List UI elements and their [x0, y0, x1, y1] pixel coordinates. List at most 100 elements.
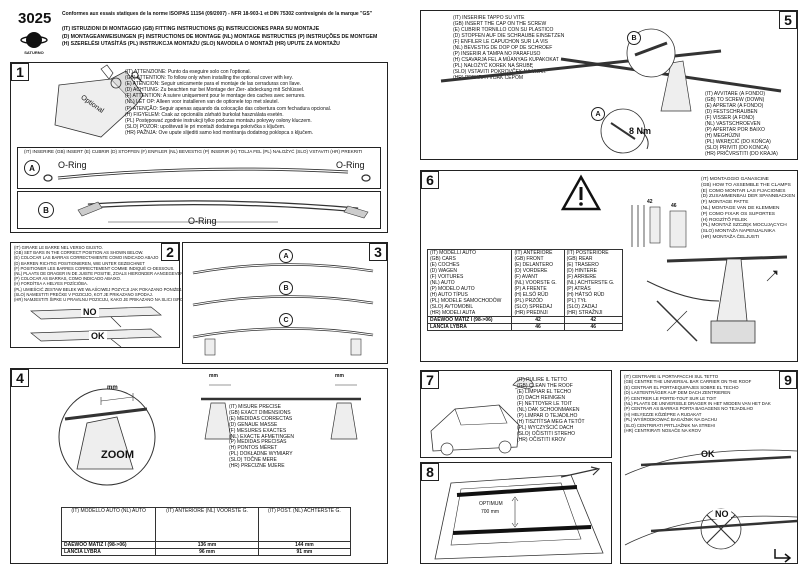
header-line: (E) TRASERO: [566, 262, 599, 268]
clamp-mounting-illustration: [646, 255, 788, 344]
text-line: (HR) CENTRIRATI NOSAČE NA KROV: [624, 428, 702, 434]
front-value: 42: [511, 316, 565, 324]
header-line: (NL) AUTO: [430, 280, 455, 286]
step-7-panel: 7 (IT) PULIRE IL TETTO (GB) CLEAN THE RO…: [420, 370, 612, 458]
ok-label: OK: [701, 449, 715, 459]
optional-cover-illustration: [54, 64, 144, 138]
text-line: (IT) INSERIRE TAPPO SU VITE: [453, 15, 525, 21]
text-line: (PL) WYŚRODKOWAĆ BAGAŻNIK NA DACHU: [624, 417, 718, 423]
text-line: (IT) CENTRARE IL PORTAPACCHI SUL TETTO: [624, 374, 719, 379]
text-line: (H) MEGHÚZNI: [705, 133, 740, 139]
text-line: (SLO) CENTRIRATI PRTLJAŽNIK NA STREHI: [624, 422, 715, 428]
oring-label-left: O-Ring: [58, 160, 87, 170]
header-line: (E) COCHES: [430, 262, 460, 268]
warning-line: (PL) Postępować zgodnie instrukcji tylko…: [125, 117, 312, 124]
text-line: (GB) CENTRE THE UNIVERSAL BAR CARRIER ON…: [624, 379, 752, 385]
step-2-panel: 2 (IT) GIRARE LE BARRE NEL VERSO GIUSTO.…: [10, 242, 186, 348]
norms-line: Conformes aux essais statiques de la nor…: [62, 11, 373, 17]
no-label: NO: [713, 509, 731, 519]
header-line: (HR) PREDNJI: [514, 310, 548, 316]
title-line: (IT) ISTRUZIONI DI MONTAGGIO (GB) FITTIN…: [62, 26, 320, 32]
text-line: (NL) PLAATS DE DRAGER IN DE JUISTE POSIT…: [14, 271, 184, 277]
header-line: (H) HÁTSÓ RÚD: [566, 292, 605, 298]
document-code: 3025: [18, 10, 52, 27]
header-line: (GB) CARS: [430, 256, 456, 262]
text-line: (NL) DAK SCHOONMAKEN: [517, 407, 580, 413]
header-line: (HR) MODELI AUTA: [430, 310, 476, 316]
text-line: (P) COMO FIXAR OS SUPORTES: [701, 211, 776, 217]
step-number: 5: [779, 11, 797, 29]
ok-label: OK: [89, 331, 107, 341]
header-line: (P) ATRÁS: [566, 286, 591, 292]
header-line: (F) ARRIERE: [566, 274, 597, 280]
measure-mm-label-left: mm: [209, 373, 218, 379]
text-line: (P) LIMPAR O TEJADILHO: [517, 413, 578, 419]
text-line: (NL) MONTAGE VAN DE KLEMMEN: [701, 205, 780, 211]
next-arrow-icon: [774, 549, 792, 563]
text-line: (GB) CLEAN THE ROOF: [517, 383, 573, 389]
step-5a-marker: A: [591, 107, 605, 121]
center-carrier-text: (IT) CENTRARE IL PORTAPACCHI SUL TETTO (…: [624, 374, 771, 433]
text-line: (H) HELYEZZE KÖZÉPRE A RUDAKAT: [624, 411, 702, 417]
header-line: (PL) PRZÓD: [514, 298, 543, 304]
title-line: (D) MONTAGEANWEISUNGEN (F) INSTRUCTIONS …: [62, 33, 378, 40]
text-line: (P) COLOCAR AS BARRAS, COMO INDICADO ABA…: [14, 276, 122, 282]
header-line: (NL) ACHTERSTE G.: [566, 280, 615, 286]
car-model: LANCIA LYBRA: [60, 548, 157, 556]
text-line: (E) MEDIDAS CORRECTAS: [229, 415, 293, 422]
front-value: 96 mm: [155, 548, 259, 556]
step-3b-marker: B: [279, 281, 293, 295]
table-header: (IT) MODELLO AUTO (NL) AUTO: [60, 507, 157, 542]
oring-label-right: O-Ring: [336, 160, 365, 170]
optimum-label: OPTIMUM: [479, 501, 503, 507]
table-header: (IT) ANTERIORE (GB) FRONT (E) DELANTERO …: [511, 249, 565, 317]
text-line: (E) CENTRAR EL PORTAEQUIPAJES SOBRE EL T…: [624, 384, 739, 390]
step-number: 9: [779, 371, 797, 389]
car-model: DAEWOO MATIZ I (98->06): [60, 541, 157, 549]
header-line: (PL) MODELE SAMOCHODÓW: [430, 298, 502, 304]
header-line: (D) VORDERE: [514, 268, 548, 274]
step-number: 7: [421, 371, 439, 389]
rear-value: 144 mm: [257, 541, 352, 549]
text-line: (HR) PRIČVRSTITI (DO KRAJA): [705, 151, 778, 157]
step-number: 3: [369, 243, 387, 261]
step-1b-box: B O-Ring: [17, 191, 381, 229]
warning-line: (HR) PAŽNJA: Ove upute slijediti samo ko…: [125, 129, 314, 136]
header-line: (H) AUTO TÍPUS: [430, 292, 468, 298]
text-line: (E) LIMPIAR EL TECHO: [517, 389, 572, 395]
warning-line: (NL) LET OP: Alleen voor installeren van…: [125, 99, 279, 106]
brand-logo: SATURNO: [20, 28, 48, 56]
table-header: (IT) ANTERIORE (NL) VOORSTE G.: [155, 507, 259, 542]
text-line: (HR) NAMJESTITI ŠIPKE U PRAVILNU POZICIJ…: [14, 297, 187, 303]
header-line: (F) AVANT: [514, 274, 538, 280]
car-model: DAEWOO MATIZ I (98->06): [426, 316, 513, 324]
no-label: NO: [81, 307, 99, 317]
header-line: (PL) TYŁ: [566, 298, 587, 304]
header-line: (SLO) SPREDAJ: [514, 304, 553, 310]
bar-measurement-illustration: [201, 384, 361, 440]
header-line: (GB) FRONT: [514, 256, 544, 262]
text-line: (SLO) OČISTITI STREHO: [517, 431, 576, 437]
text-line: (F) NETTOYER LE TOIT: [517, 401, 573, 407]
centering-illustration: [624, 449, 798, 550]
text-line: (F) ENFILER LE CAPUCHON SUR LA VIS: [453, 39, 549, 45]
text-line: (IT) PULIRE IL TETTO: [517, 377, 568, 383]
optimum-distance: 700 mm: [481, 509, 500, 515]
title-line: (H) SZERELÉSI UTASÍTÁS (PL) INSTRUKCJA M…: [62, 41, 340, 47]
clamp-size-table: (IT) MODELLI AUTO (GB) CARS (E) COCHES (…: [426, 249, 624, 331]
table-row: DAEWOO MATIZ I (98->06) 136 mm 144 mm: [60, 541, 352, 549]
table-header: (IT) MODELLI AUTO (GB) CARS (E) COCHES (…: [426, 249, 513, 317]
warning-line: (P) ATENÇÃO: Seguir apenas aquando da co…: [125, 105, 332, 112]
text-line: (P) MEDIDAS PRECISAS: [229, 439, 287, 446]
step-5b-marker: B: [627, 31, 641, 45]
text-line: (SLO) TOČNE MERE: [229, 457, 277, 464]
measure-mm-label-right: mm: [335, 373, 344, 379]
step-1a-box: (IT) INSERIRE (GB) INSERT (E) CUBRIR (D)…: [17, 147, 381, 189]
header-line: (D) WAGEN: [430, 268, 458, 274]
warning-line: (E) ATENCION: Seguir unicamente para el …: [125, 81, 302, 88]
header-line: (P) A FRENTE: [514, 286, 547, 292]
text-line: (D) GENAUE MASSE: [229, 421, 278, 428]
text-line: (PL) UMIEŚCIĆ ZESTAW BELEK WE WŁAŚCIWEJ …: [14, 286, 183, 292]
instructions-titles: (IT) ISTRUZIONI DI MONTAGGIO (GB) FITTIN…: [62, 26, 377, 49]
header-line: (SLO) AVTOMOBIL: [430, 304, 474, 310]
